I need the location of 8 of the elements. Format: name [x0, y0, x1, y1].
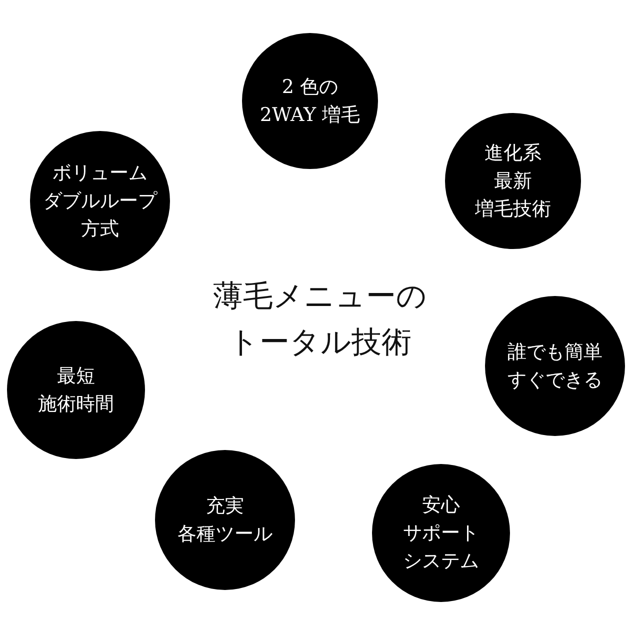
feature-label: 安心サポートシステム: [403, 493, 479, 574]
feature-label: 最短施術時間: [38, 364, 114, 417]
heading: 薄毛メニューのトータル技術: [213, 278, 427, 362]
feature-label: ボリュームダブルループ方式: [43, 161, 157, 242]
feature-label: 2 色の2WAY 増毛: [260, 75, 360, 128]
feature-label: 誰でも簡単すぐできる: [508, 340, 602, 393]
feature-label: 進化系最新増毛技術: [475, 141, 551, 222]
feature-label: 充実各種ツール: [178, 494, 272, 547]
